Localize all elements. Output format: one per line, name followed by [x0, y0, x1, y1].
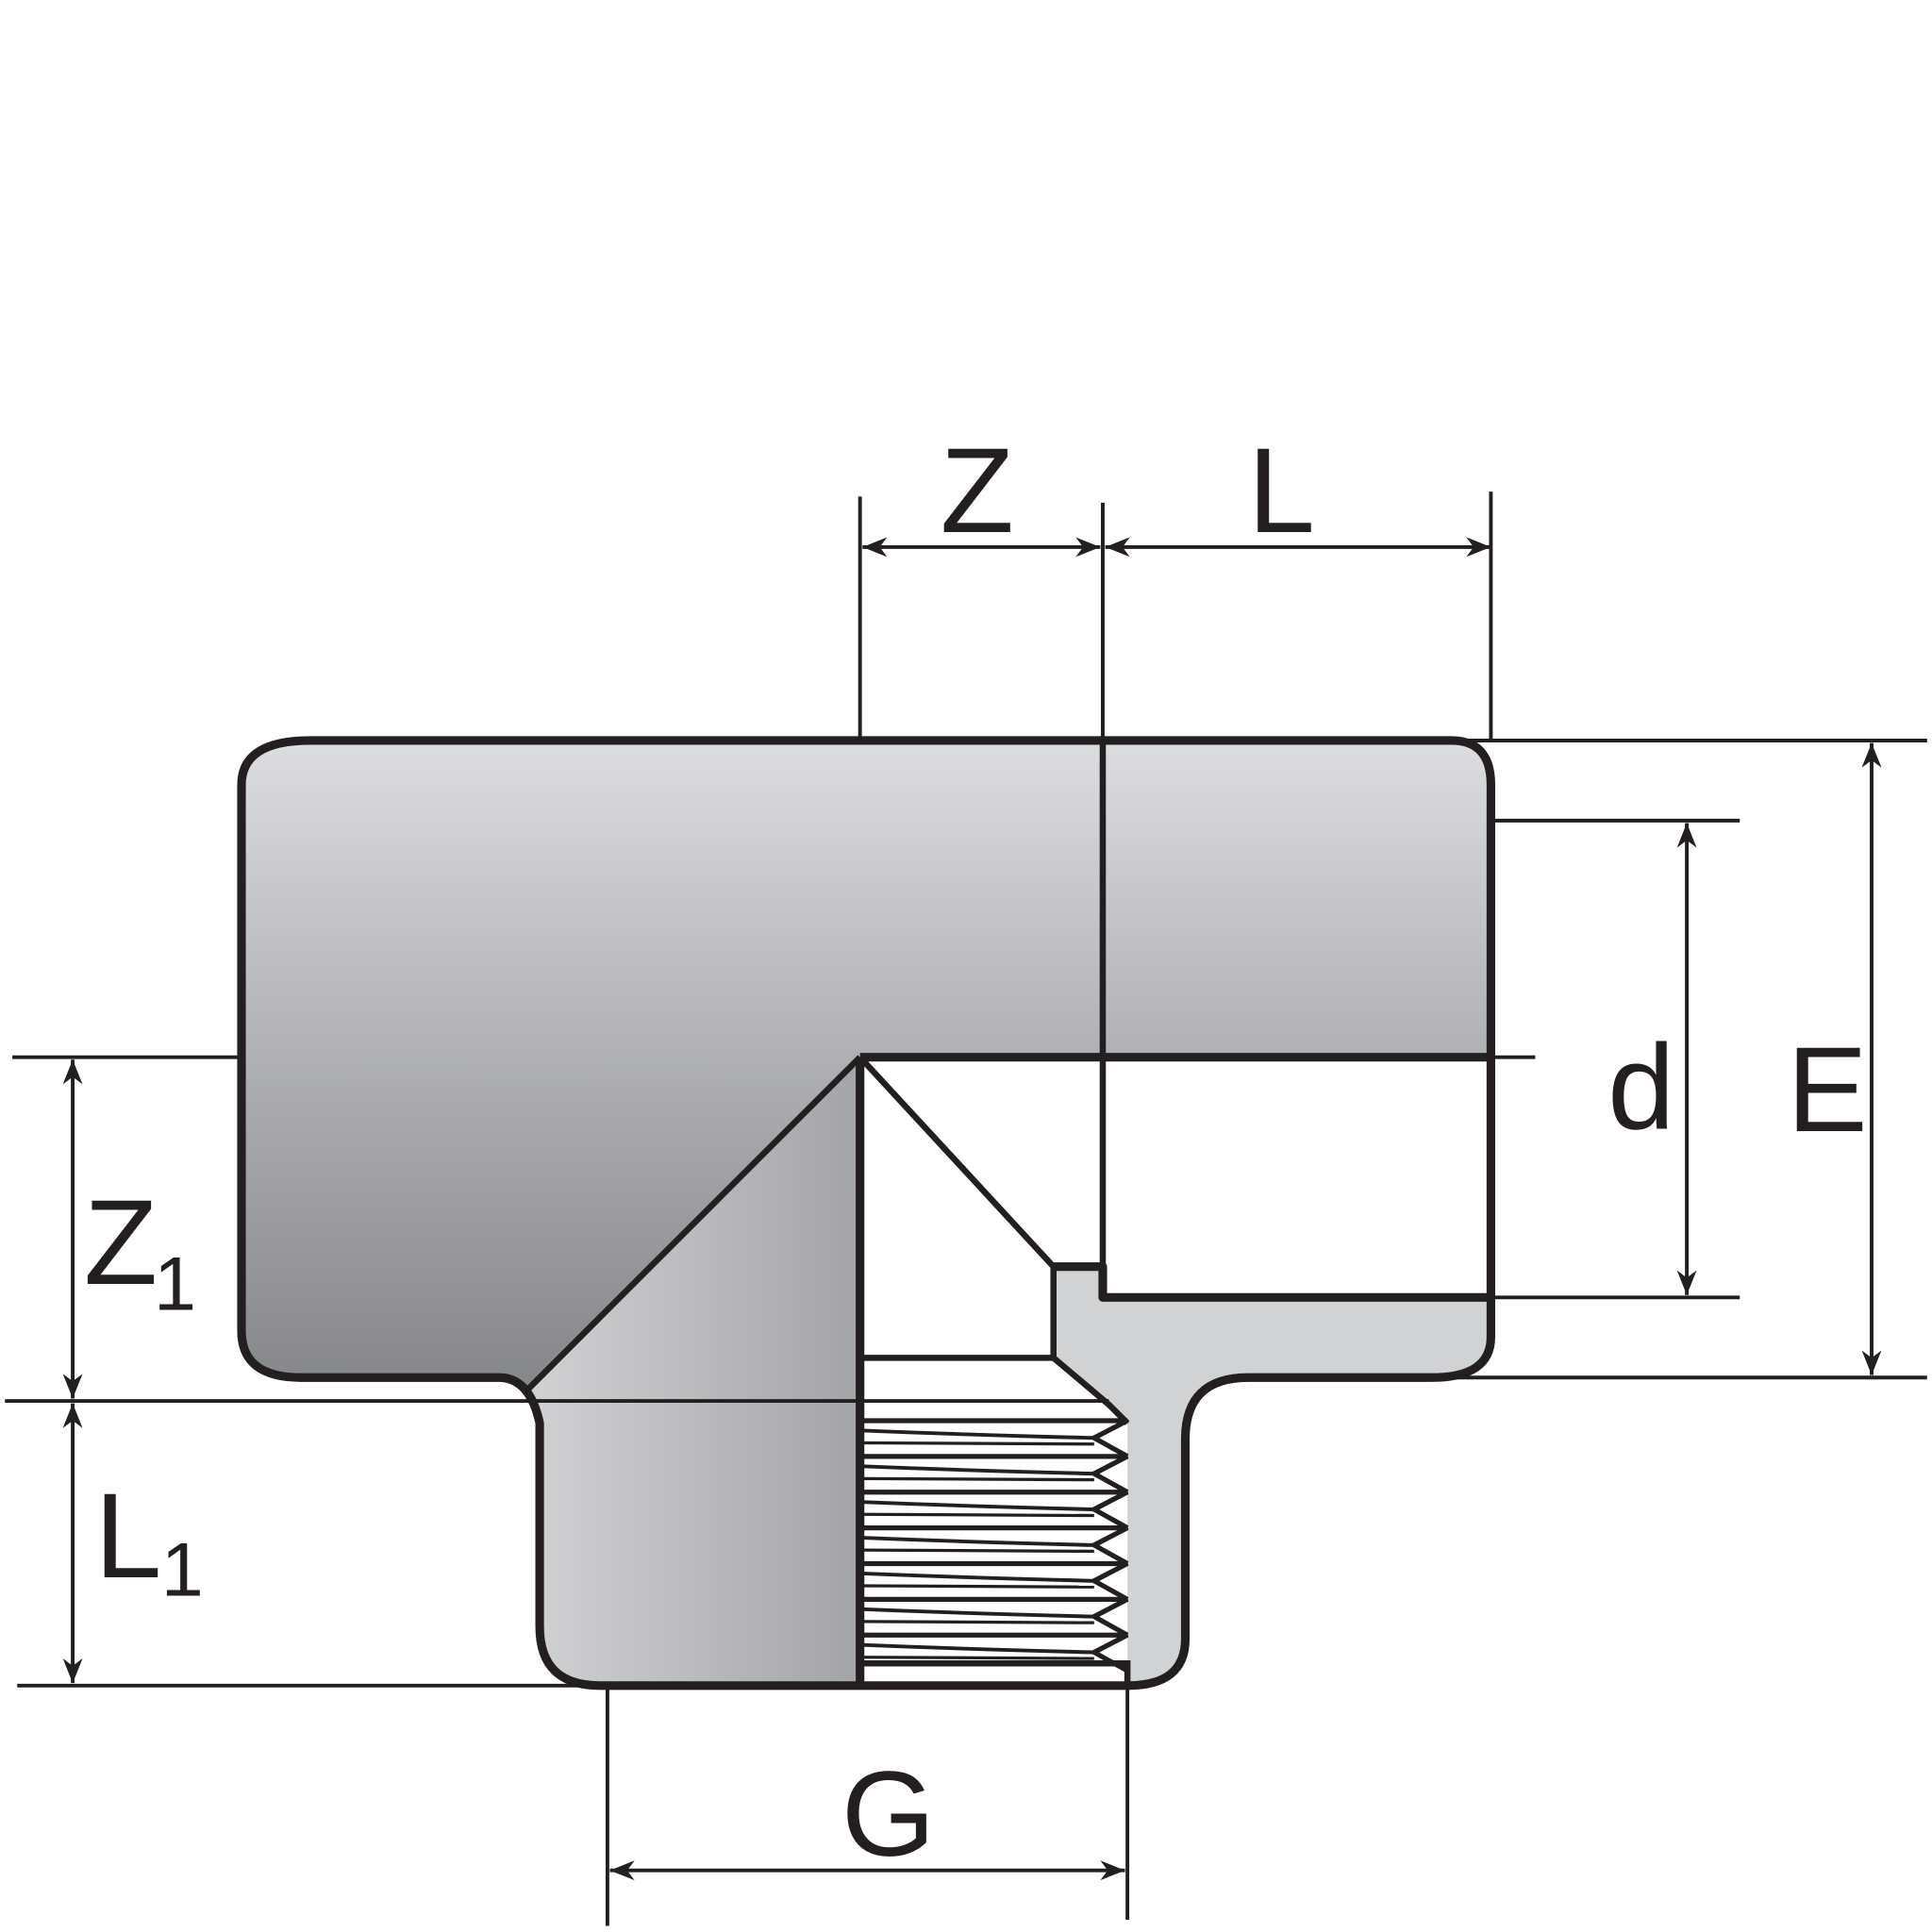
thread-line: [862, 1642, 1094, 1655]
label-l1-main: L: [94, 1469, 161, 1604]
label-g: G: [841, 1747, 936, 1882]
thread-line: [862, 1571, 1094, 1583]
label-z1-main: Z: [84, 1175, 158, 1310]
label-l1: L: [94, 1469, 161, 1604]
thread-line: [862, 1584, 1094, 1589]
branch-section: [527, 1057, 860, 1686]
main-bore-section: [242, 740, 1491, 1391]
label-z1-subscript: 1: [154, 1241, 196, 1326]
thread-lines: [862, 1418, 1129, 1674]
thread-line: [862, 1596, 1129, 1638]
thread-line: [862, 1607, 1094, 1619]
thread-line: [862, 1656, 1094, 1660]
label-d: d: [1607, 1020, 1674, 1155]
thread-line: [862, 1632, 1129, 1674]
thread-line: [862, 1560, 1129, 1602]
thread-line: [862, 1620, 1094, 1624]
thread-line: [862, 1454, 1129, 1494]
thread-line: [862, 1548, 1094, 1554]
thread-line: [862, 1464, 1094, 1476]
thread-line: [862, 1441, 1094, 1446]
label-l1-subscript: 1: [161, 1527, 204, 1612]
thread-line: [862, 1524, 1129, 1566]
thread-line: [862, 1512, 1094, 1518]
label-z: Z: [941, 424, 1014, 558]
thread-line: [862, 1536, 1094, 1547]
thread-line: [862, 1428, 1094, 1441]
extension-lines: [5, 491, 1927, 1926]
thread-line: [862, 1476, 1094, 1482]
label-e: E: [1787, 1023, 1867, 1158]
label-z1: Z: [84, 1175, 158, 1310]
thread-line: [862, 1418, 1129, 1459]
thread-line: [862, 1500, 1094, 1511]
label-l: L: [1248, 424, 1315, 558]
thread-line: [862, 1490, 1129, 1530]
internal-edges: [525, 740, 1491, 1686]
inner-bore: [859, 1057, 1491, 1298]
